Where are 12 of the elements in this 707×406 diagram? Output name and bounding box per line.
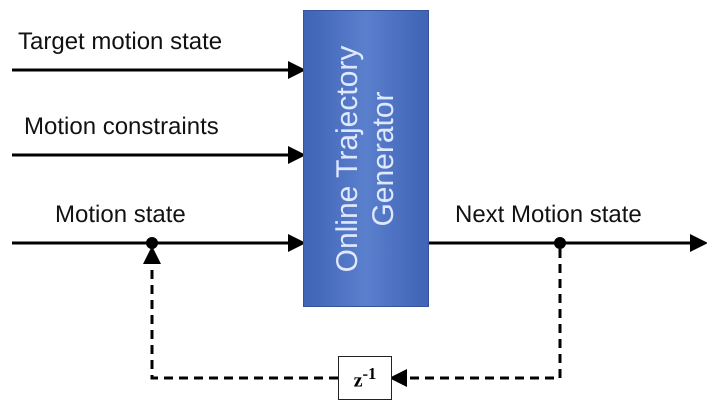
edge-label: Target motion state [18,28,222,56]
edge-label: Motion constraints [24,113,219,141]
junction-dot [554,237,566,249]
generator-block [303,10,429,307]
edge-label: Next Motion state [455,201,642,229]
signal-arrow [427,234,707,252]
feedback-arrow [143,246,338,380]
edge-label: Motion state [55,201,186,229]
junction-dot [146,237,158,249]
delay-box [338,356,392,400]
delay-label: z$^{-1}$ [354,364,376,392]
block-title: Online Trajectory Generator [330,44,401,274]
